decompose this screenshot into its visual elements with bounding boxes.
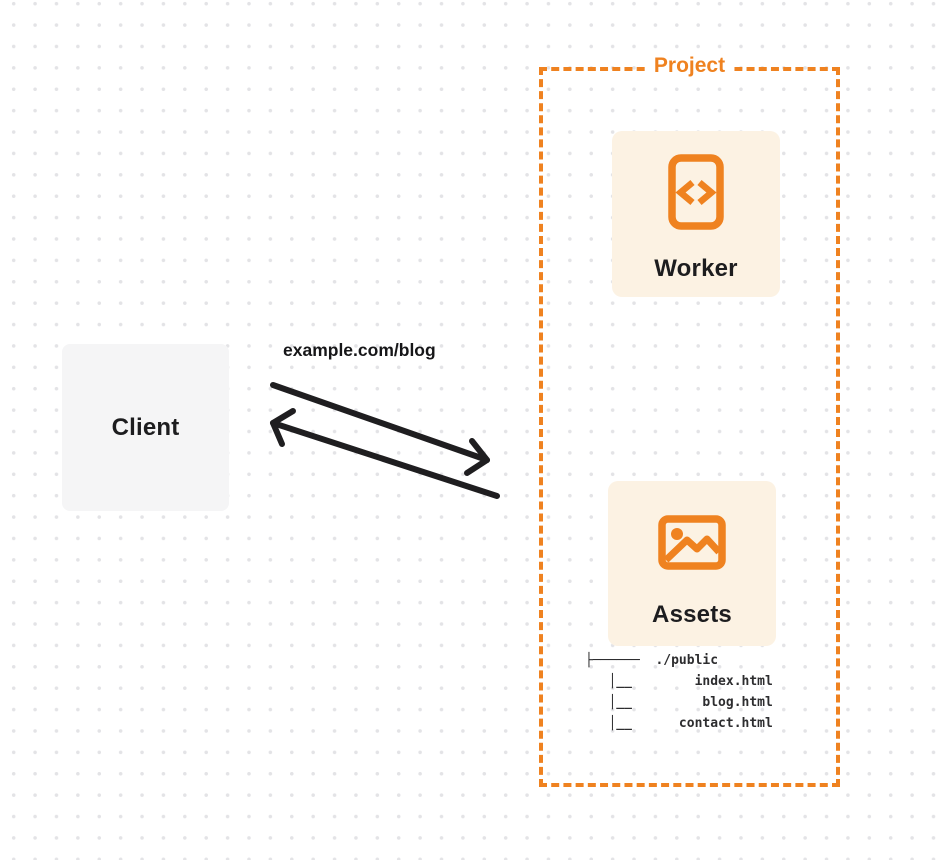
request-arrow-line bbox=[270, 382, 490, 463]
project-label: Project bbox=[644, 54, 735, 78]
request-arrowhead-icon bbox=[464, 438, 490, 476]
client-label: Client bbox=[111, 413, 180, 441]
worker-code-icon bbox=[668, 154, 724, 230]
file-tree-line: │__ index.html bbox=[585, 674, 773, 689]
assets-label: Assets bbox=[652, 601, 732, 628]
file-tree-line: │__ contact.html bbox=[585, 716, 773, 731]
image-sun-icon bbox=[671, 528, 683, 540]
project-boundary: Project Worker Assets ├────── ./public │… bbox=[539, 54, 840, 787]
request-url-label: example.com/blog bbox=[283, 340, 436, 360]
response-arrowhead-icon bbox=[270, 408, 296, 447]
file-tree-line: │__ blog.html bbox=[585, 695, 773, 710]
response-arrow-line bbox=[270, 420, 500, 499]
request-response-arrows-icon bbox=[270, 382, 500, 499]
file-tree-root: ├────── ./public bbox=[585, 653, 719, 668]
assets-file-tree: ├────── ./public │__ index.html │__ blog… bbox=[585, 650, 773, 734]
client-box: Client bbox=[62, 344, 229, 511]
assets-image-icon bbox=[658, 515, 726, 570]
worker-label: Worker bbox=[654, 255, 738, 282]
assets-card: Assets bbox=[608, 481, 776, 646]
worker-card: Worker bbox=[612, 131, 780, 297]
